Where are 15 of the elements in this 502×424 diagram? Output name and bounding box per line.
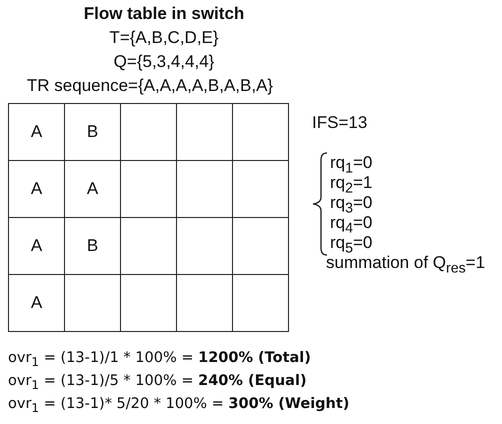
set-definition: Q={5,3,4,4,4} xyxy=(114,52,214,72)
set-definition: TR sequence={A,A,A,A,B,A,B,A} xyxy=(26,76,274,96)
set-definition: T={A,B,C,D,E} xyxy=(109,28,219,48)
cell-text: A xyxy=(86,179,98,199)
title: Flow table in switch xyxy=(84,4,244,24)
cell-text: B xyxy=(86,236,98,256)
cell-text: B xyxy=(86,122,98,142)
ifs-value: IFS=13 xyxy=(312,113,368,133)
formula: ovr$_{1}$ = (13-1)/5 * 100% = 240% (Equal) xyxy=(8,372,307,394)
cell-text: A xyxy=(30,236,42,256)
cell-text: A xyxy=(30,293,42,313)
cell-text: A xyxy=(30,122,42,142)
formula: ovr$_{1}$ = (13-1)* 5/20 * 100% = 300% (Weight) xyxy=(8,395,350,417)
formula: ovr$_{1}$ = (13-1)/1 * 100% = 1200% (Total) xyxy=(8,349,311,371)
cell-text: A xyxy=(30,179,42,199)
